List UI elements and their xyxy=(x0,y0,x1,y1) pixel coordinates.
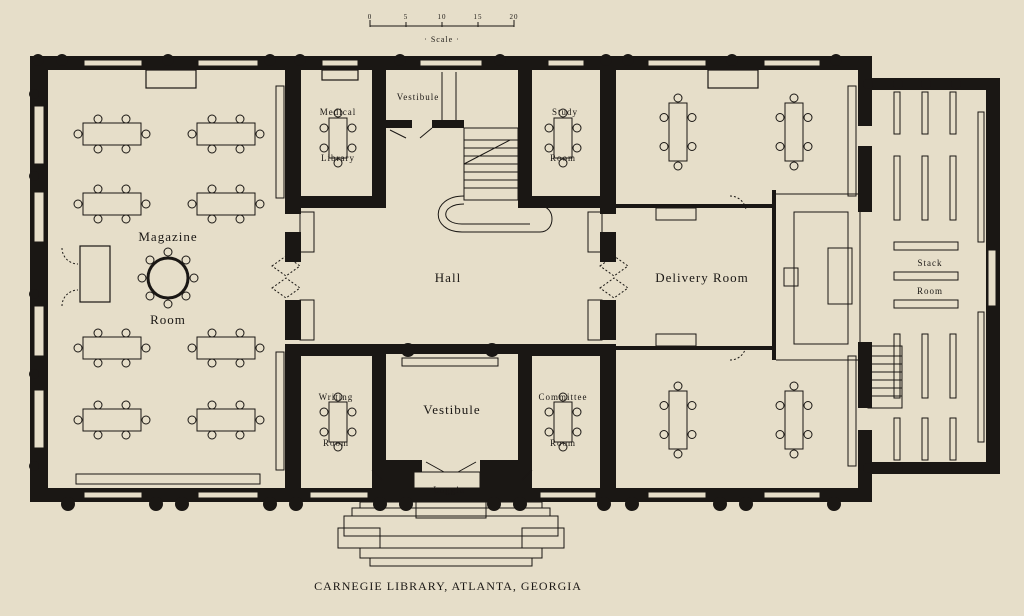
label-delivery-room: Delivery Room xyxy=(655,270,749,285)
building-walls xyxy=(30,56,1000,502)
label-magazine: Magazine xyxy=(138,229,197,244)
reading-table xyxy=(73,114,151,154)
label-study: Study xyxy=(552,107,578,117)
scale-tick-10: 10 xyxy=(438,13,447,21)
label-medical-library: Library xyxy=(321,153,355,163)
scale-tick-20: 20 xyxy=(510,13,519,21)
label-magazine-room: Room xyxy=(150,312,186,327)
label-committee-room: Room xyxy=(550,438,576,448)
reading-table xyxy=(187,114,265,154)
reading-table xyxy=(187,184,265,224)
label-loggia: Loggia xyxy=(433,485,465,495)
label-committee: Committee xyxy=(539,392,588,402)
reading-table xyxy=(73,328,151,368)
label-writing-room: Room xyxy=(323,438,349,448)
scale-tick-0: 0 xyxy=(368,13,373,21)
doors xyxy=(61,195,747,361)
door-leaves xyxy=(371,127,533,481)
label-medical: Medical xyxy=(320,107,357,117)
main-staircase xyxy=(437,72,553,233)
scale-tick-5: 5 xyxy=(404,13,409,21)
reading-table xyxy=(319,108,357,168)
reading-tables xyxy=(73,93,813,459)
label-hall: Hall xyxy=(435,270,461,285)
front-steps xyxy=(337,501,565,567)
stack-stair xyxy=(867,345,903,409)
windows xyxy=(33,59,997,499)
reading-table xyxy=(659,381,697,459)
round-table xyxy=(137,247,199,309)
label-vestibule-south: Vestibule xyxy=(423,402,480,417)
reading-table xyxy=(544,108,582,168)
scale-label: · Scale · xyxy=(424,35,460,44)
label-stack: Stack xyxy=(918,258,943,268)
reading-table xyxy=(319,392,357,452)
portico-columns xyxy=(373,497,527,511)
scale-bar xyxy=(369,20,515,27)
reading-table xyxy=(187,328,265,368)
label-stack-room: Room xyxy=(917,286,943,296)
reading-table xyxy=(73,184,151,224)
reading-table xyxy=(775,381,813,459)
fireplaces xyxy=(79,69,759,303)
reading-table xyxy=(73,400,151,440)
label-writing: Writing xyxy=(319,392,354,402)
stack-shelves xyxy=(893,91,985,461)
loggia-opening xyxy=(413,471,481,489)
vestibule-bench xyxy=(401,357,499,367)
reading-table xyxy=(659,93,697,171)
caption: CARNEGIE LIBRARY, ATLANTA, GEORGIA xyxy=(314,579,582,593)
reading-table xyxy=(544,392,582,452)
label-vestibule-north: Vestibule xyxy=(397,92,440,102)
reading-table xyxy=(775,93,813,171)
shelving xyxy=(75,85,857,485)
reading-table xyxy=(187,400,265,440)
delivery-desk xyxy=(655,193,861,361)
label-study-room: Room xyxy=(550,153,576,163)
pilasters xyxy=(29,54,961,511)
scale-tick-15: 15 xyxy=(474,13,483,21)
